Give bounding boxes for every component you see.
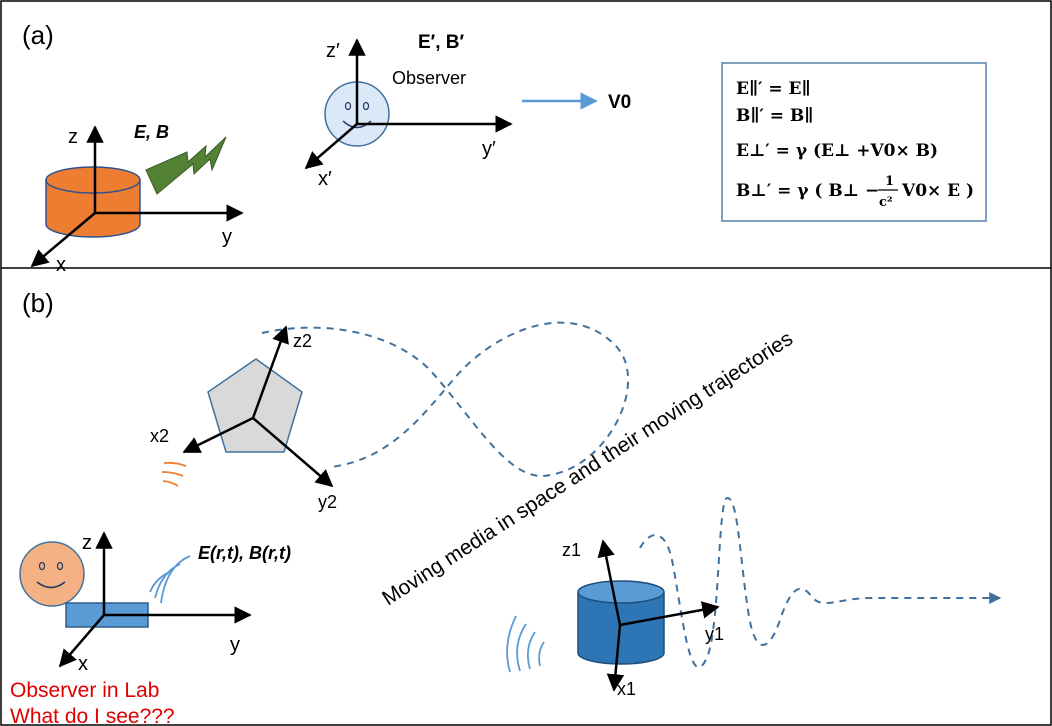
lab-observer-face xyxy=(19,541,85,607)
panel-a: (a) z y x E, B z′ y′ xyxy=(22,20,987,276)
pentagon-z-label: z2 xyxy=(293,331,312,351)
velocity-label: V0 xyxy=(608,92,631,113)
blue-cylinder xyxy=(577,580,665,665)
gray-pentagon xyxy=(207,358,303,453)
observer-x-label: x′ xyxy=(318,168,332,190)
equation-line-2: B∥′ = B∥ xyxy=(736,106,813,126)
equation-line-4-right: V0× E ) xyxy=(901,181,974,201)
equation-line-1: E∥′ = E∥ xyxy=(736,79,810,99)
cylinder-z-label: z1 xyxy=(562,540,581,560)
observer-label: Observer xyxy=(392,68,466,88)
lab-x-label-b: x xyxy=(78,653,88,675)
observer-caption-line-1: Observer in Lab xyxy=(10,679,159,702)
field-label-b: E(r,t), B(r,t) xyxy=(198,543,291,563)
observer-y-label: y′ xyxy=(482,138,496,160)
pentagon-y-label: y2 xyxy=(318,492,337,512)
equation-line-3: E⊥′ = γ (E⊥ +V0× B) xyxy=(736,141,938,161)
lab-axes-a xyxy=(30,125,244,268)
lab-z-label-b: z xyxy=(82,532,92,554)
figure-eight-trajectory xyxy=(261,321,630,478)
damped-wave-trajectory xyxy=(639,497,1002,669)
pentagon-x-label: x2 xyxy=(150,426,169,446)
blue-waves-icon-lab xyxy=(149,555,191,604)
panel-a-label: (a) xyxy=(22,20,54,50)
observer-axes xyxy=(304,38,513,170)
equation-line-4-left: B⊥′ = γ ( B⊥ − xyxy=(736,181,879,201)
field-label-lab: E, B xyxy=(134,122,169,142)
equation-box xyxy=(721,62,987,222)
equation-fraction-denominator: c² xyxy=(879,195,893,210)
observer-caption-line-2: What do I see??? xyxy=(10,705,175,726)
observer-z-label: z′ xyxy=(326,40,340,62)
field-label-observer: E′, B′ xyxy=(418,32,465,53)
panel-b: (b) z2 x2 y2 Moving media in space and t… xyxy=(10,288,1002,726)
cylinder-y-label: y1 xyxy=(705,624,724,644)
orange-waves-icon xyxy=(161,461,187,487)
lab-y-label-b: y xyxy=(230,634,240,656)
trajectory-caption: Moving media in space and their moving t… xyxy=(378,327,797,610)
lab-z-label-a: z xyxy=(68,126,78,148)
orange-cylinder xyxy=(45,166,141,238)
panel-b-label: (b) xyxy=(22,288,54,318)
lab-axes-b xyxy=(58,531,252,668)
cylinder-axes xyxy=(597,539,720,692)
lab-x-label-a: x xyxy=(56,254,66,276)
pentagon-axes xyxy=(182,325,334,488)
equation-fraction-numerator: 1 xyxy=(885,174,894,189)
cylinder-x-label: x1 xyxy=(617,679,636,699)
lab-y-label-a: y xyxy=(222,226,232,248)
blue-waves-icon-cylinder xyxy=(506,615,545,673)
lightning-icon xyxy=(145,136,227,195)
